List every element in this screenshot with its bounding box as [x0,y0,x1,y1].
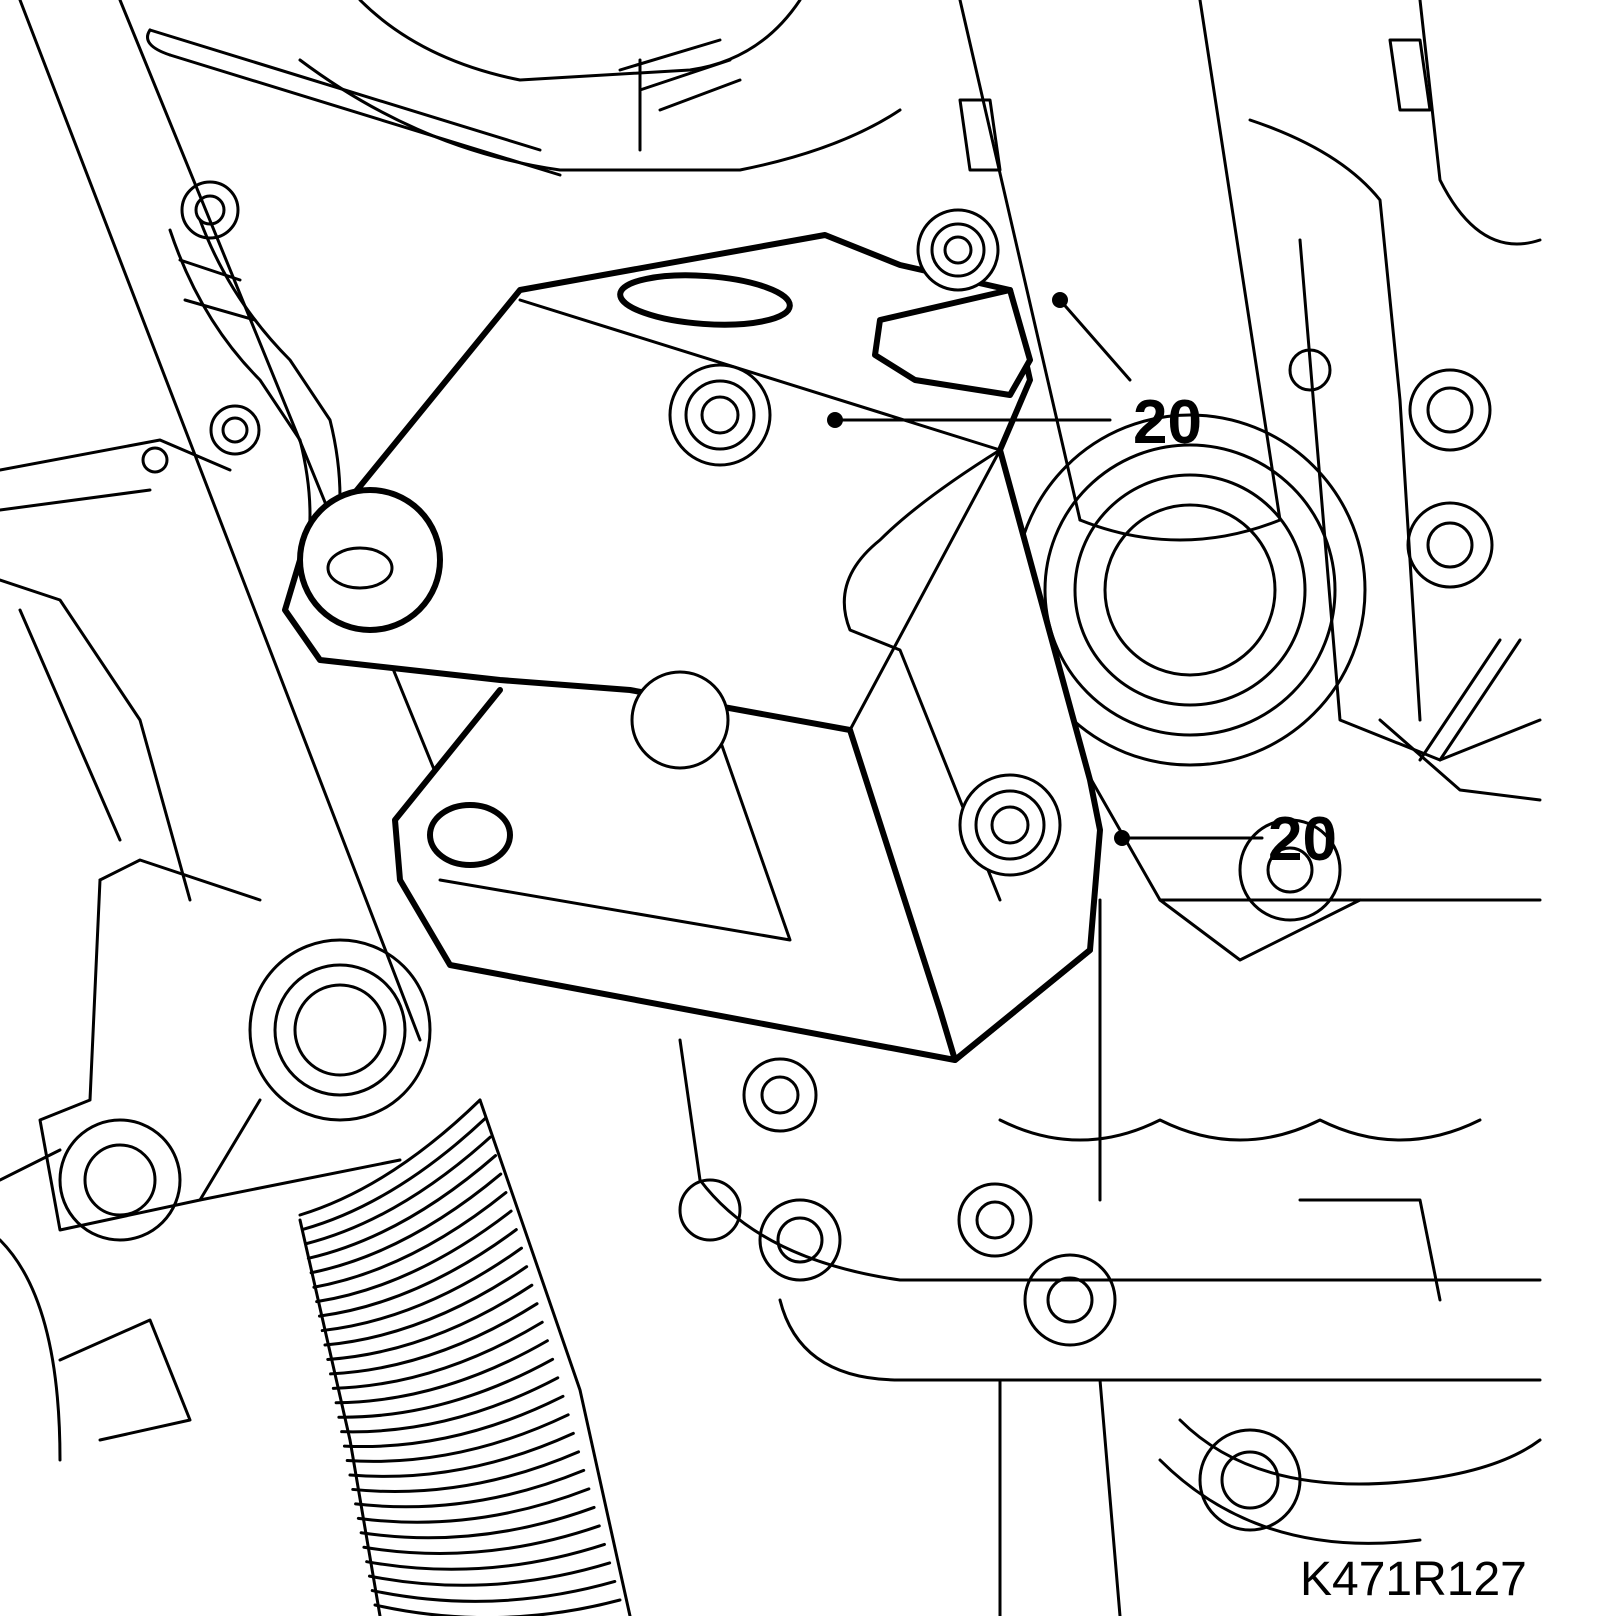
bolt-icon [180,180,240,240]
bellows-rib [317,1228,518,1318]
bellows-rib [367,1561,612,1587]
bellows-rib [362,1524,601,1555]
bellows-rib [340,1376,560,1434]
bellows-rib [365,1542,606,1571]
callout-group-top: 20 [827,292,1202,457]
bellows-rib [306,1154,498,1260]
bellows-rib [356,1487,591,1524]
bellows-rib [323,1265,529,1347]
bellows-rib [373,1598,622,1616]
bolt-icon [958,773,1062,877]
bellows-rib [326,1283,534,1361]
bellows-rib [304,1135,492,1246]
bellows-rib [315,1209,513,1304]
bellows-rib [298,1098,482,1217]
bolt-icon [916,208,1000,292]
callout-label-bottom: 20 [1268,805,1337,874]
bellows-ribs [298,1098,622,1616]
bellows-rib [329,1302,539,1376]
bushing-upper-arm [248,938,432,1122]
background-bolts [180,38,1494,1258]
bushing-left-arm [58,1118,182,1242]
bushings [58,348,1342,1532]
bellows-rib [354,1468,586,1509]
callout-label-top: 20 [1133,388,1202,457]
bolt-icon [668,363,772,467]
bellows-rib [334,1339,549,1405]
bracket-bolts [668,208,1062,877]
bellows-rib [348,1431,575,1478]
bolt-icon [742,1057,818,1133]
bellows-rib [301,1117,487,1231]
bolt-icon [1408,368,1492,452]
bolt-icon [209,404,261,456]
bellows-rib [309,1172,503,1275]
bellows-rib [342,1394,565,1449]
bellows-rib [359,1505,596,1540]
bolt-icon [957,1182,1033,1258]
bellows-rib [320,1246,523,1333]
mounting-bracket [282,232,1103,1063]
bellows-rib [312,1191,508,1289]
bellows-rib [331,1320,544,1390]
bellows-rib [351,1450,581,1494]
callout-group-bottom: 20 [1114,805,1337,874]
leader-line [1058,298,1132,382]
reference-code: K471R127 [1300,1553,1527,1606]
bellows-rib [337,1357,555,1419]
bellows-rib [370,1579,617,1603]
bellows-rib [345,1413,570,1463]
bolt-icon [1406,501,1494,589]
